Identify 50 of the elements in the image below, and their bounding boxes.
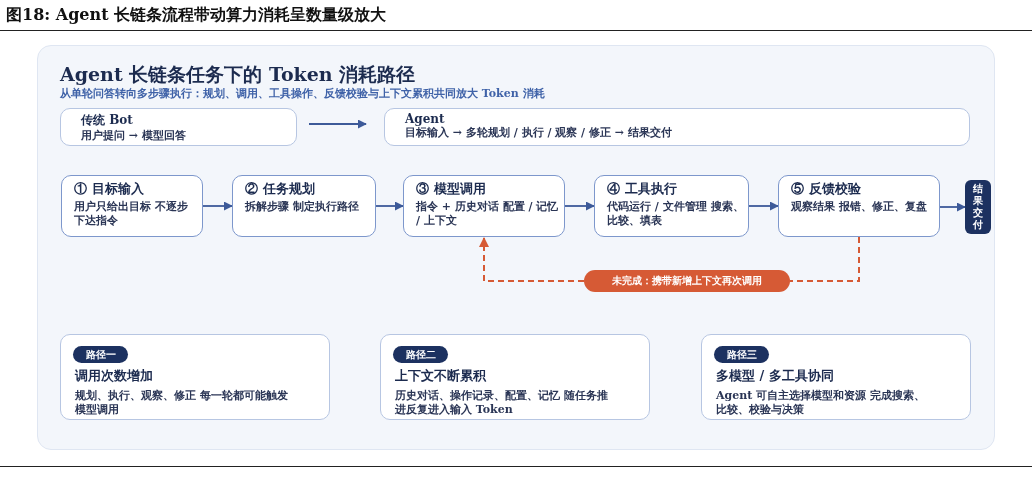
card-heading: 多模型 / 多工具协同 [716, 367, 835, 385]
step-box [61, 175, 203, 237]
badge-text: 路径三 [726, 347, 757, 362]
box-body: 指令 + 历史对话 配置 / 记忆 / 上下文 [416, 200, 560, 228]
arrow [939, 202, 966, 212]
arrow [202, 201, 233, 211]
badge-text: 路径二 [405, 347, 436, 362]
box-body: 拆解步骤 制定执行路径 [245, 200, 360, 214]
step-box [778, 175, 940, 237]
box-body: 用户提问 → 模型回答 [81, 129, 187, 143]
path-badge [714, 346, 769, 363]
step-box [232, 175, 376, 237]
figure-title: 图18: Agent 长链条流程带动算力消耗呈数量级放大 [6, 5, 387, 26]
tag-text: 结果交付 [972, 183, 984, 231]
box-body: 观察结果 报错、修正、复盘 [791, 200, 928, 214]
mode-box [384, 108, 970, 146]
loop-label-pill [584, 270, 790, 292]
card-body: 历史对话、操作记录、配置、记忆 随任务推进反复进入输入 Token [395, 389, 609, 417]
badge-text: 路径一 [85, 347, 116, 362]
panel-subtitle: 从单轮问答转向多步骤执行：规划、调用、工具操作、反馈校验与上下文累积共同放大 Token 消耗 [60, 86, 545, 101]
box-body: 用户只给出目标 不逐步下达指令 [74, 200, 189, 228]
card-body: Agent 可自主选择模型和资源 完成搜索、比较、校验与决策 [716, 389, 926, 417]
delivery-tag [965, 180, 991, 234]
box-heading: ③ 模型调用 [416, 180, 487, 198]
arrow [564, 201, 595, 211]
box-heading: 传统 Bot [81, 112, 134, 129]
step-box [594, 175, 749, 237]
path-card [701, 334, 971, 420]
path-badge [73, 346, 128, 363]
arrow [375, 201, 404, 211]
pill-text: 未完成：携带新增上下文再次调用 [612, 274, 762, 288]
mode-box [60, 108, 297, 146]
panel-heading: Agent 长链条任务下的 Token 消耗路径 [60, 62, 416, 87]
step-box [403, 175, 565, 237]
box-body: 目标输入 → 多轮规划 / 执行 / 观察 / 修正 → 结果交付 [405, 126, 673, 140]
path-card [60, 334, 330, 420]
arrow [748, 201, 779, 211]
path-badge [393, 346, 448, 363]
feedback-arrow [479, 237, 585, 282]
box-heading: ⑤ 反馈校验 [791, 180, 862, 198]
card-heading: 上下文不断累积 [395, 367, 487, 385]
path-card [380, 334, 650, 420]
box-heading: Agent [405, 112, 445, 126]
box-body: 代码运行 / 文件管理 搜索、比较、填表 [607, 200, 744, 228]
box-heading: ② 任务规划 [245, 180, 316, 198]
arrow [308, 119, 367, 129]
card-body: 规划、执行、观察、修正 每一轮都可能触发模型调用 [75, 389, 289, 417]
box-heading: ① 目标输入 [74, 180, 145, 198]
box-heading: ④ 工具执行 [607, 180, 678, 198]
card-heading: 调用次数增加 [75, 367, 154, 385]
